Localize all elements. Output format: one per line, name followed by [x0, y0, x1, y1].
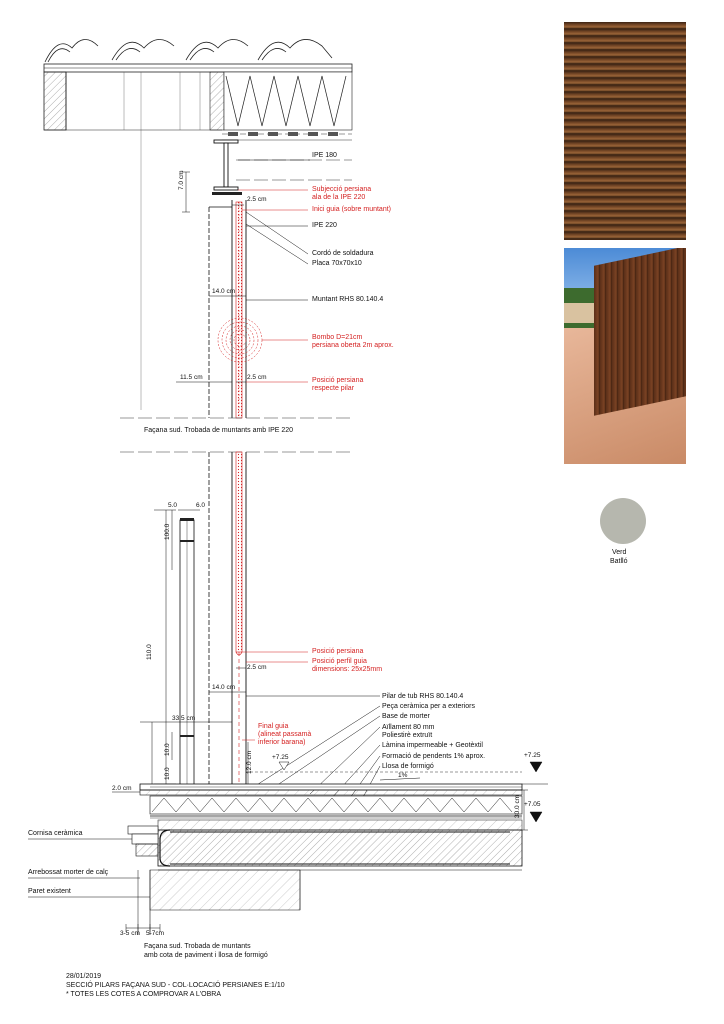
label-base: Base de morter — [382, 713, 430, 720]
ipe-220-beam — [213, 139, 239, 191]
label-muntant: Muntant RHS 80.140.4 — [312, 296, 384, 303]
dim-10-b: 10.0 — [164, 767, 171, 780]
roof-tiles — [44, 39, 333, 63]
elev-7-05: +7.05 — [524, 801, 541, 808]
label-pilar: Pilar de tub RHS 80.140.4 — [382, 693, 464, 700]
dim-5-7: 5-7cm — [146, 930, 165, 937]
label-aillament: Aïllament 80 mm Poliestirè extruït — [382, 724, 435, 739]
label-inici-guia: Inici guia (sobre muntant) — [312, 206, 391, 213]
dim-2-5-c: 2.5 cm — [247, 664, 267, 671]
dim-30: 30.0 cm — [514, 794, 521, 818]
label-arrebossat: Arrebossat morter de calç — [28, 869, 109, 876]
label-peca: Peça ceràmica per a exteriors — [382, 703, 475, 710]
caption-bottom: Façana sud. Trobada de muntants amb cota… — [144, 943, 268, 959]
dim-2-5-a: 2.5 cm — [247, 196, 267, 203]
label-posicio-persiana: Posició persiana — [312, 648, 364, 655]
footer-note: * TOTES LES COTES A COMPROVAR A L'OBRA — [66, 991, 221, 998]
dim-14-a: 14.0 cm — [212, 288, 236, 295]
label-final-guia: Final guia (alineat passamà inferior bar… — [258, 723, 312, 746]
label-cornisa: Cornisa ceràmica — [28, 830, 83, 837]
dim-5: 5.0 — [168, 502, 178, 509]
dim-7cm: 7.0 cm — [178, 170, 185, 190]
elevation-markers — [278, 761, 548, 831]
elev-7-25-a: +7.25 — [272, 754, 289, 761]
label-paret: Paret existent — [28, 888, 71, 895]
label-posicio-pilar: Posició persiana respecte pilar — [312, 377, 364, 392]
label-placa: Placa 70x70x10 — [312, 260, 362, 267]
label-llosa: Llosa de formigó — [382, 763, 434, 770]
dim-33-5: 33.5 cm — [172, 715, 196, 722]
footer-title: SECCIÓ PILARS FAÇANA SUD - COL·LOCACIÓ P… — [66, 982, 285, 989]
muntant-upper — [208, 200, 247, 418]
label-ipe180: IPE 180 — [312, 152, 337, 159]
label-ipe220: IPE 220 — [312, 222, 337, 229]
label-formacio: Formació de pendents 1% aprox. — [382, 753, 486, 760]
dim-3-5: 3-5 cm — [120, 930, 140, 937]
label-cordo: Cordó de soldadura — [312, 250, 374, 257]
dim-14-b: 14.0 cm — [212, 684, 236, 691]
dim-2: 2.0 cm — [112, 785, 132, 792]
swatch-sub: Batlló — [610, 558, 628, 565]
muntant-lower — [208, 452, 247, 785]
photo-terrace-blinds — [564, 248, 686, 464]
elev-7-25-b: +7.25 — [524, 752, 541, 759]
dim-100: 100.0 — [164, 523, 171, 540]
label-perfil-guia: Posició perfil guia dimensions: 25x25mm — [312, 658, 383, 673]
floor-slab — [127, 783, 523, 935]
footer-date: 28/01/2019 — [66, 973, 102, 980]
dim-110: 110.0 — [146, 644, 153, 660]
dim-slope: 1% — [398, 772, 408, 779]
swatch-name: Verd — [612, 549, 627, 556]
label-subjeccio: Subjecció persiana ala de la IPE 220 — [312, 186, 372, 201]
dim-11-5: 11.5 cm — [180, 374, 203, 381]
label-bombo: Bombo D=21cm persiana oberta 2m aprox. — [312, 334, 394, 349]
dim-10-a: 10.0 — [164, 743, 171, 756]
photo-blind-closeup — [564, 22, 686, 240]
label-lamina: Làmina impermeable + Geotèxtil — [382, 742, 483, 749]
caption-top: Façana sud. Trobada de muntants amb IPE … — [144, 427, 294, 434]
dim-2-5-b: 2.5 cm — [247, 374, 267, 381]
color-swatch — [600, 498, 646, 544]
dim-12: 12.0 cm — [246, 750, 253, 774]
dim-6: 6.0 — [196, 502, 206, 509]
